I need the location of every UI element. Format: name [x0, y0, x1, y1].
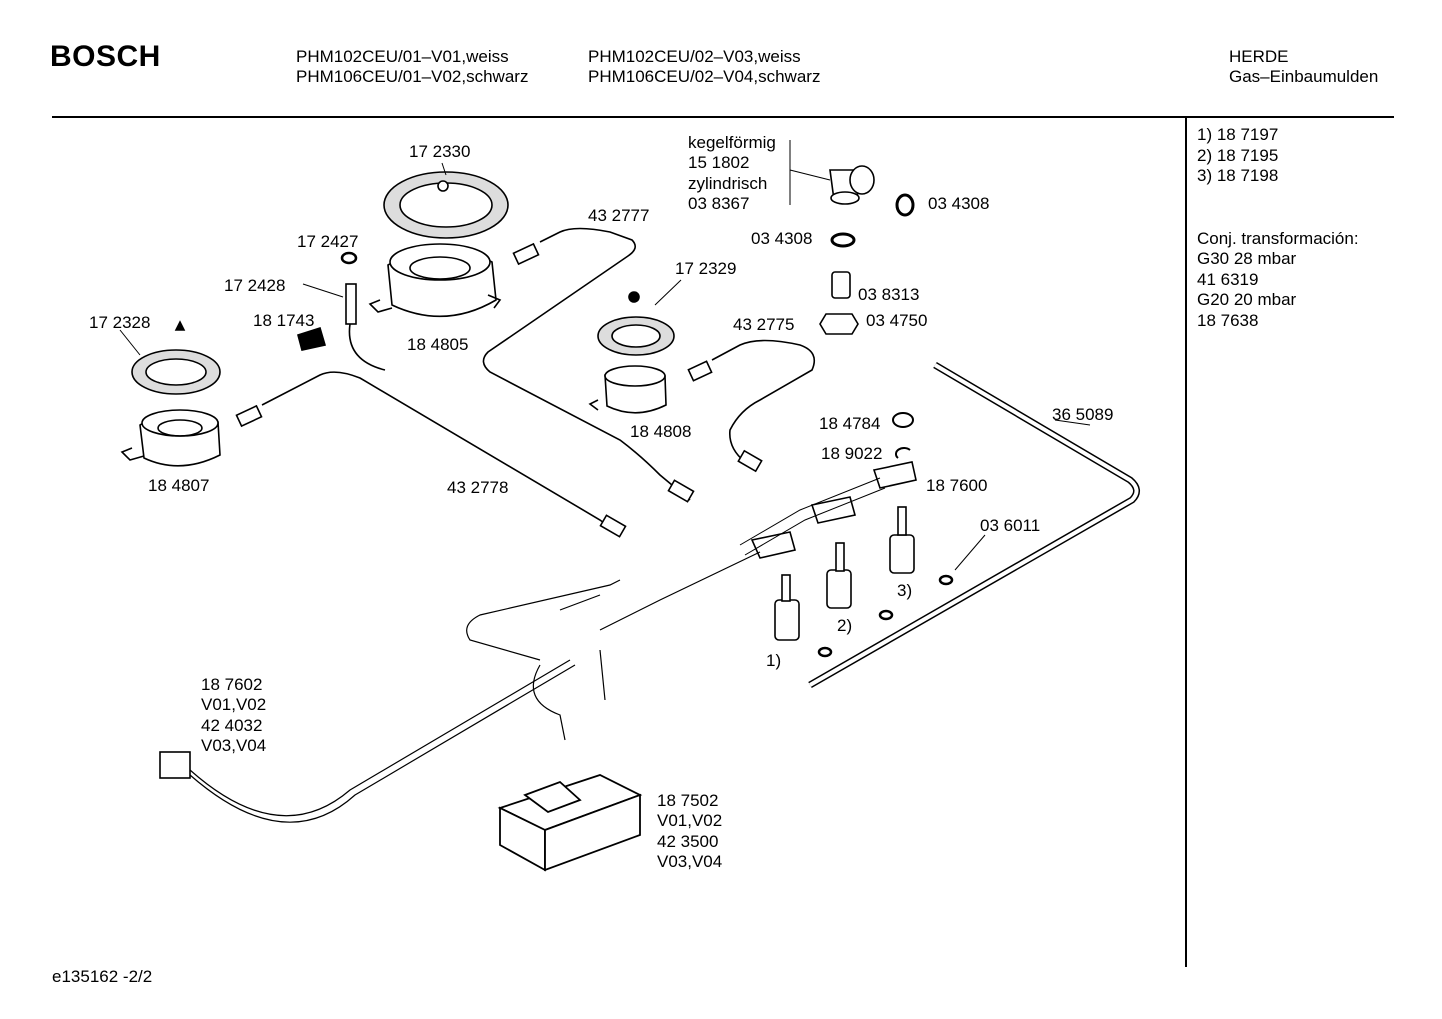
- retaining-clip-189022: [895, 446, 911, 459]
- part-number-label: 03 8313: [858, 285, 920, 304]
- model-line: PHM106CEU/01–V02,schwarz: [296, 67, 529, 86]
- nipple-038313: [831, 271, 851, 299]
- burner-184805: [368, 243, 502, 318]
- part-number-label: 42 3500: [657, 832, 719, 851]
- part-number-label: 03 8367: [688, 194, 750, 213]
- part-number-label: 18 4807: [148, 476, 210, 495]
- part-number-label: 17 2427: [297, 232, 359, 251]
- valve-marker: 2): [837, 616, 853, 635]
- burner-ring-172328: [131, 320, 221, 395]
- nozzle-type-label: kegelförmig: [688, 133, 776, 152]
- conversion-note: 41 6319: [1197, 270, 1259, 289]
- valve-note: 1) 18 7197: [1197, 125, 1279, 144]
- part-number-label: 03 4308: [928, 194, 990, 213]
- part-number-label: 18 1743: [253, 311, 315, 330]
- model-line: PHM106CEU/02–V04,schwarz: [588, 67, 821, 86]
- wiring-harness-187602: [159, 551, 761, 823]
- part-number-label: 18 7600: [926, 476, 988, 495]
- part-number-label: 43 2778: [447, 478, 509, 497]
- model-line: PHM102CEU/02–V03,weiss: [588, 47, 801, 66]
- side-panel-divider: [1185, 117, 1187, 967]
- cap-184784: [892, 412, 914, 428]
- part-number-label: 18 9022: [821, 444, 883, 463]
- drawing-code: e135162 -2/2: [52, 967, 153, 986]
- burner-ring-172329: [597, 291, 675, 356]
- part-number-label: 03 4308: [751, 229, 813, 248]
- o-ring: [817, 646, 833, 658]
- burner-184807: [120, 409, 221, 467]
- variant-label: V03,V04: [657, 852, 723, 871]
- part-number-label: 18 4784: [819, 414, 881, 433]
- spark-plug-172428: [345, 283, 357, 325]
- part-number-label: 18 4808: [630, 422, 692, 441]
- valve-note: 2) 18 7195: [1197, 146, 1279, 165]
- part-number-label: 17 2330: [409, 142, 471, 161]
- conversion-note: Conj. transformación:: [1197, 229, 1359, 248]
- header-divider: [52, 116, 1394, 118]
- washer-034308: [895, 193, 915, 217]
- variant-label: V01,V02: [657, 811, 723, 830]
- ignition-module-187502: [497, 774, 643, 872]
- burner-184808: [588, 365, 667, 414]
- gas-valve: [774, 506, 915, 641]
- valve-marker: 3): [897, 581, 913, 600]
- part-number-label: 17 2329: [675, 259, 737, 278]
- part-number-label: 42 4032: [201, 716, 263, 735]
- valve-note: 3) 18 7198: [1197, 166, 1279, 185]
- thermo-clip: [750, 461, 917, 559]
- category-title: HERDE: [1229, 47, 1289, 66]
- part-number-label: 17 2328: [89, 313, 151, 332]
- o-ring-036011: [938, 574, 954, 586]
- brand-logo: BOSCH: [50, 40, 161, 73]
- part-number-label: 18 4805: [407, 335, 469, 354]
- thermo-line: [739, 477, 886, 556]
- gas-pipe-432778: [261, 371, 621, 536]
- part-number-label: 03 4750: [866, 311, 928, 330]
- conversion-note: G30 28 mbar: [1197, 249, 1297, 268]
- category-subtitle: Gas–Einbaumulden: [1229, 67, 1379, 86]
- part-number-label: 17 2428: [224, 276, 286, 295]
- gas-pipe-432777: [482, 227, 691, 501]
- valve-marker: 1): [766, 651, 782, 670]
- part-number-label: 18 7502: [657, 791, 719, 810]
- nut-034750: [819, 313, 859, 335]
- model-line: PHM102CEU/01–V01,weiss: [296, 47, 509, 66]
- conversion-note: 18 7638: [1197, 311, 1259, 330]
- gas-pipe-432775: [711, 339, 816, 463]
- washer-034308: [830, 232, 856, 248]
- part-number-label: 43 2775: [733, 315, 795, 334]
- part-number-label: 43 2777: [588, 206, 650, 225]
- o-ring: [878, 609, 894, 621]
- variant-label: V01,V02: [201, 695, 267, 714]
- clip-181743: [297, 326, 327, 351]
- leader-lines: [119, 140, 1091, 571]
- elbow-fitting: [829, 165, 875, 205]
- variant-label: V03,V04: [201, 736, 267, 755]
- part-number-label: 03 6011: [980, 516, 1041, 535]
- part-number-label: 18 7602: [201, 675, 263, 694]
- nut-172427: [340, 251, 358, 265]
- spark-wire: [348, 323, 386, 371]
- burner-ring-172330: [383, 171, 509, 239]
- part-number-label: 36 5089: [1052, 405, 1114, 424]
- conversion-note: G20 20 mbar: [1197, 290, 1297, 309]
- nozzle-type-label: zylindrisch: [688, 174, 768, 193]
- main-gas-pipe-365089-inner: [809, 363, 1139, 687]
- nozzle: [235, 242, 763, 538]
- part-number-label: 15 1802: [688, 153, 750, 172]
